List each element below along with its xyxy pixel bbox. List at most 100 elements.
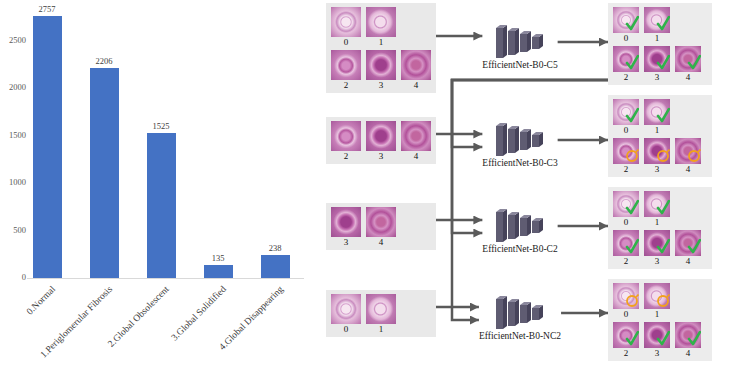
bar-value: 2757 xyxy=(39,4,56,14)
layer-side xyxy=(527,31,531,52)
class-number: 2 xyxy=(624,348,629,358)
class-number: 4 xyxy=(414,80,419,90)
axis-tick-label: 1500 xyxy=(9,130,26,140)
layer-side xyxy=(527,129,531,150)
class-number: 4 xyxy=(686,164,691,174)
tissue-thumbnail xyxy=(613,283,639,309)
layer-side xyxy=(515,28,519,55)
layer-top xyxy=(532,34,543,37)
layer-top xyxy=(508,212,519,215)
layer-top xyxy=(496,296,507,299)
circle-tail xyxy=(636,150,639,153)
tissue-thumbnail xyxy=(613,191,639,217)
tissue-thumbnail xyxy=(644,283,670,309)
layer-side xyxy=(503,25,507,58)
check-stroke xyxy=(658,201,669,213)
check-mark xyxy=(613,191,639,217)
tissue-thumbnail xyxy=(644,191,670,217)
tissue-thumbnail xyxy=(675,138,701,164)
image-row: 01 xyxy=(613,7,707,43)
layer-front xyxy=(508,129,515,153)
layer-top xyxy=(496,25,507,28)
bar xyxy=(261,255,290,278)
image-cell: 2 xyxy=(613,138,639,174)
check-stroke xyxy=(658,332,669,344)
tissue-thumbnail xyxy=(675,322,701,348)
layer-front xyxy=(496,299,503,329)
layer-side xyxy=(503,123,507,156)
layer-top xyxy=(520,129,531,132)
class-number: 3 xyxy=(379,80,384,90)
layer-top xyxy=(508,126,519,129)
output-panel: 01234 xyxy=(608,187,712,269)
image-row: 2 3 4 xyxy=(613,322,707,358)
class-number: 1 xyxy=(379,37,384,47)
layer-side xyxy=(515,126,519,153)
check-stroke xyxy=(689,240,700,252)
layer-side xyxy=(503,209,507,242)
tissue-thumbnail xyxy=(401,50,431,80)
class-number: 2 xyxy=(624,164,629,174)
axis-tick-label: 0 xyxy=(22,272,26,282)
tissue-thumbnail xyxy=(675,230,701,256)
class-number: 0 xyxy=(624,309,629,319)
class-number: 0 xyxy=(624,217,629,227)
class-number: 0 xyxy=(624,33,629,43)
check-mark xyxy=(675,46,701,72)
layer-top xyxy=(532,218,543,221)
image-row: 01 xyxy=(613,191,707,227)
layer-front xyxy=(496,212,503,242)
tissue-thumbnail xyxy=(331,294,361,324)
tissue-thumbnail xyxy=(366,294,396,324)
layer-front xyxy=(532,37,539,49)
bar-value: 2206 xyxy=(96,56,113,66)
flow-arrow xyxy=(558,41,608,44)
output-panel: 01234 xyxy=(608,3,712,85)
image-row: 34 xyxy=(331,207,431,247)
layer-top xyxy=(532,132,543,135)
flow-arrow xyxy=(436,219,482,222)
image-cell: 3 xyxy=(366,121,396,161)
input-panel: 234 xyxy=(326,117,436,164)
image-cell: 0 xyxy=(613,7,639,43)
layer-top xyxy=(520,215,531,218)
layer-top xyxy=(520,31,531,34)
check-mark xyxy=(675,322,701,348)
image-cell: 1 xyxy=(644,7,670,43)
tissue-thumbnail xyxy=(613,322,639,348)
network-icon xyxy=(492,24,548,60)
image-cell: 1 xyxy=(644,191,670,227)
check-stroke xyxy=(658,56,669,68)
error-circle xyxy=(675,138,701,164)
flow-arrow xyxy=(436,35,482,38)
image-row: 234 xyxy=(331,121,431,161)
check-mark xyxy=(613,46,639,72)
image-cell: 2 xyxy=(331,50,361,90)
tissue-thumbnail xyxy=(613,7,639,33)
tissue-thumbnail xyxy=(644,230,670,256)
circle-tail xyxy=(698,150,701,153)
output-panel: 01234 xyxy=(608,95,712,177)
check-mark xyxy=(644,99,670,125)
image-cell: 0 xyxy=(613,191,639,227)
circle-tail xyxy=(667,295,670,298)
flow-arrow xyxy=(558,139,608,142)
check-stroke xyxy=(627,109,638,121)
network-icon xyxy=(492,122,548,158)
class-number: 4 xyxy=(379,237,384,247)
class-number: 3 xyxy=(655,348,660,358)
axis-tick-label: 2000 xyxy=(9,82,26,92)
image-cell: 3 xyxy=(644,138,670,174)
tissue-thumbnail xyxy=(331,7,361,37)
output-panel: 01234 xyxy=(608,279,712,361)
image-cell: 2 xyxy=(613,46,639,82)
class-number: 2 xyxy=(624,256,629,266)
category-label: 4.Global Disappearing xyxy=(217,284,286,353)
tissue-thumbnail xyxy=(644,138,670,164)
class-number: 3 xyxy=(344,237,349,247)
layer-front xyxy=(532,135,539,147)
image-cell: 4 xyxy=(675,322,701,358)
network-name: EfficientNet-B0-NC2 xyxy=(479,331,561,342)
image-cell: 4 xyxy=(675,46,701,82)
tissue-thumbnail xyxy=(613,138,639,164)
